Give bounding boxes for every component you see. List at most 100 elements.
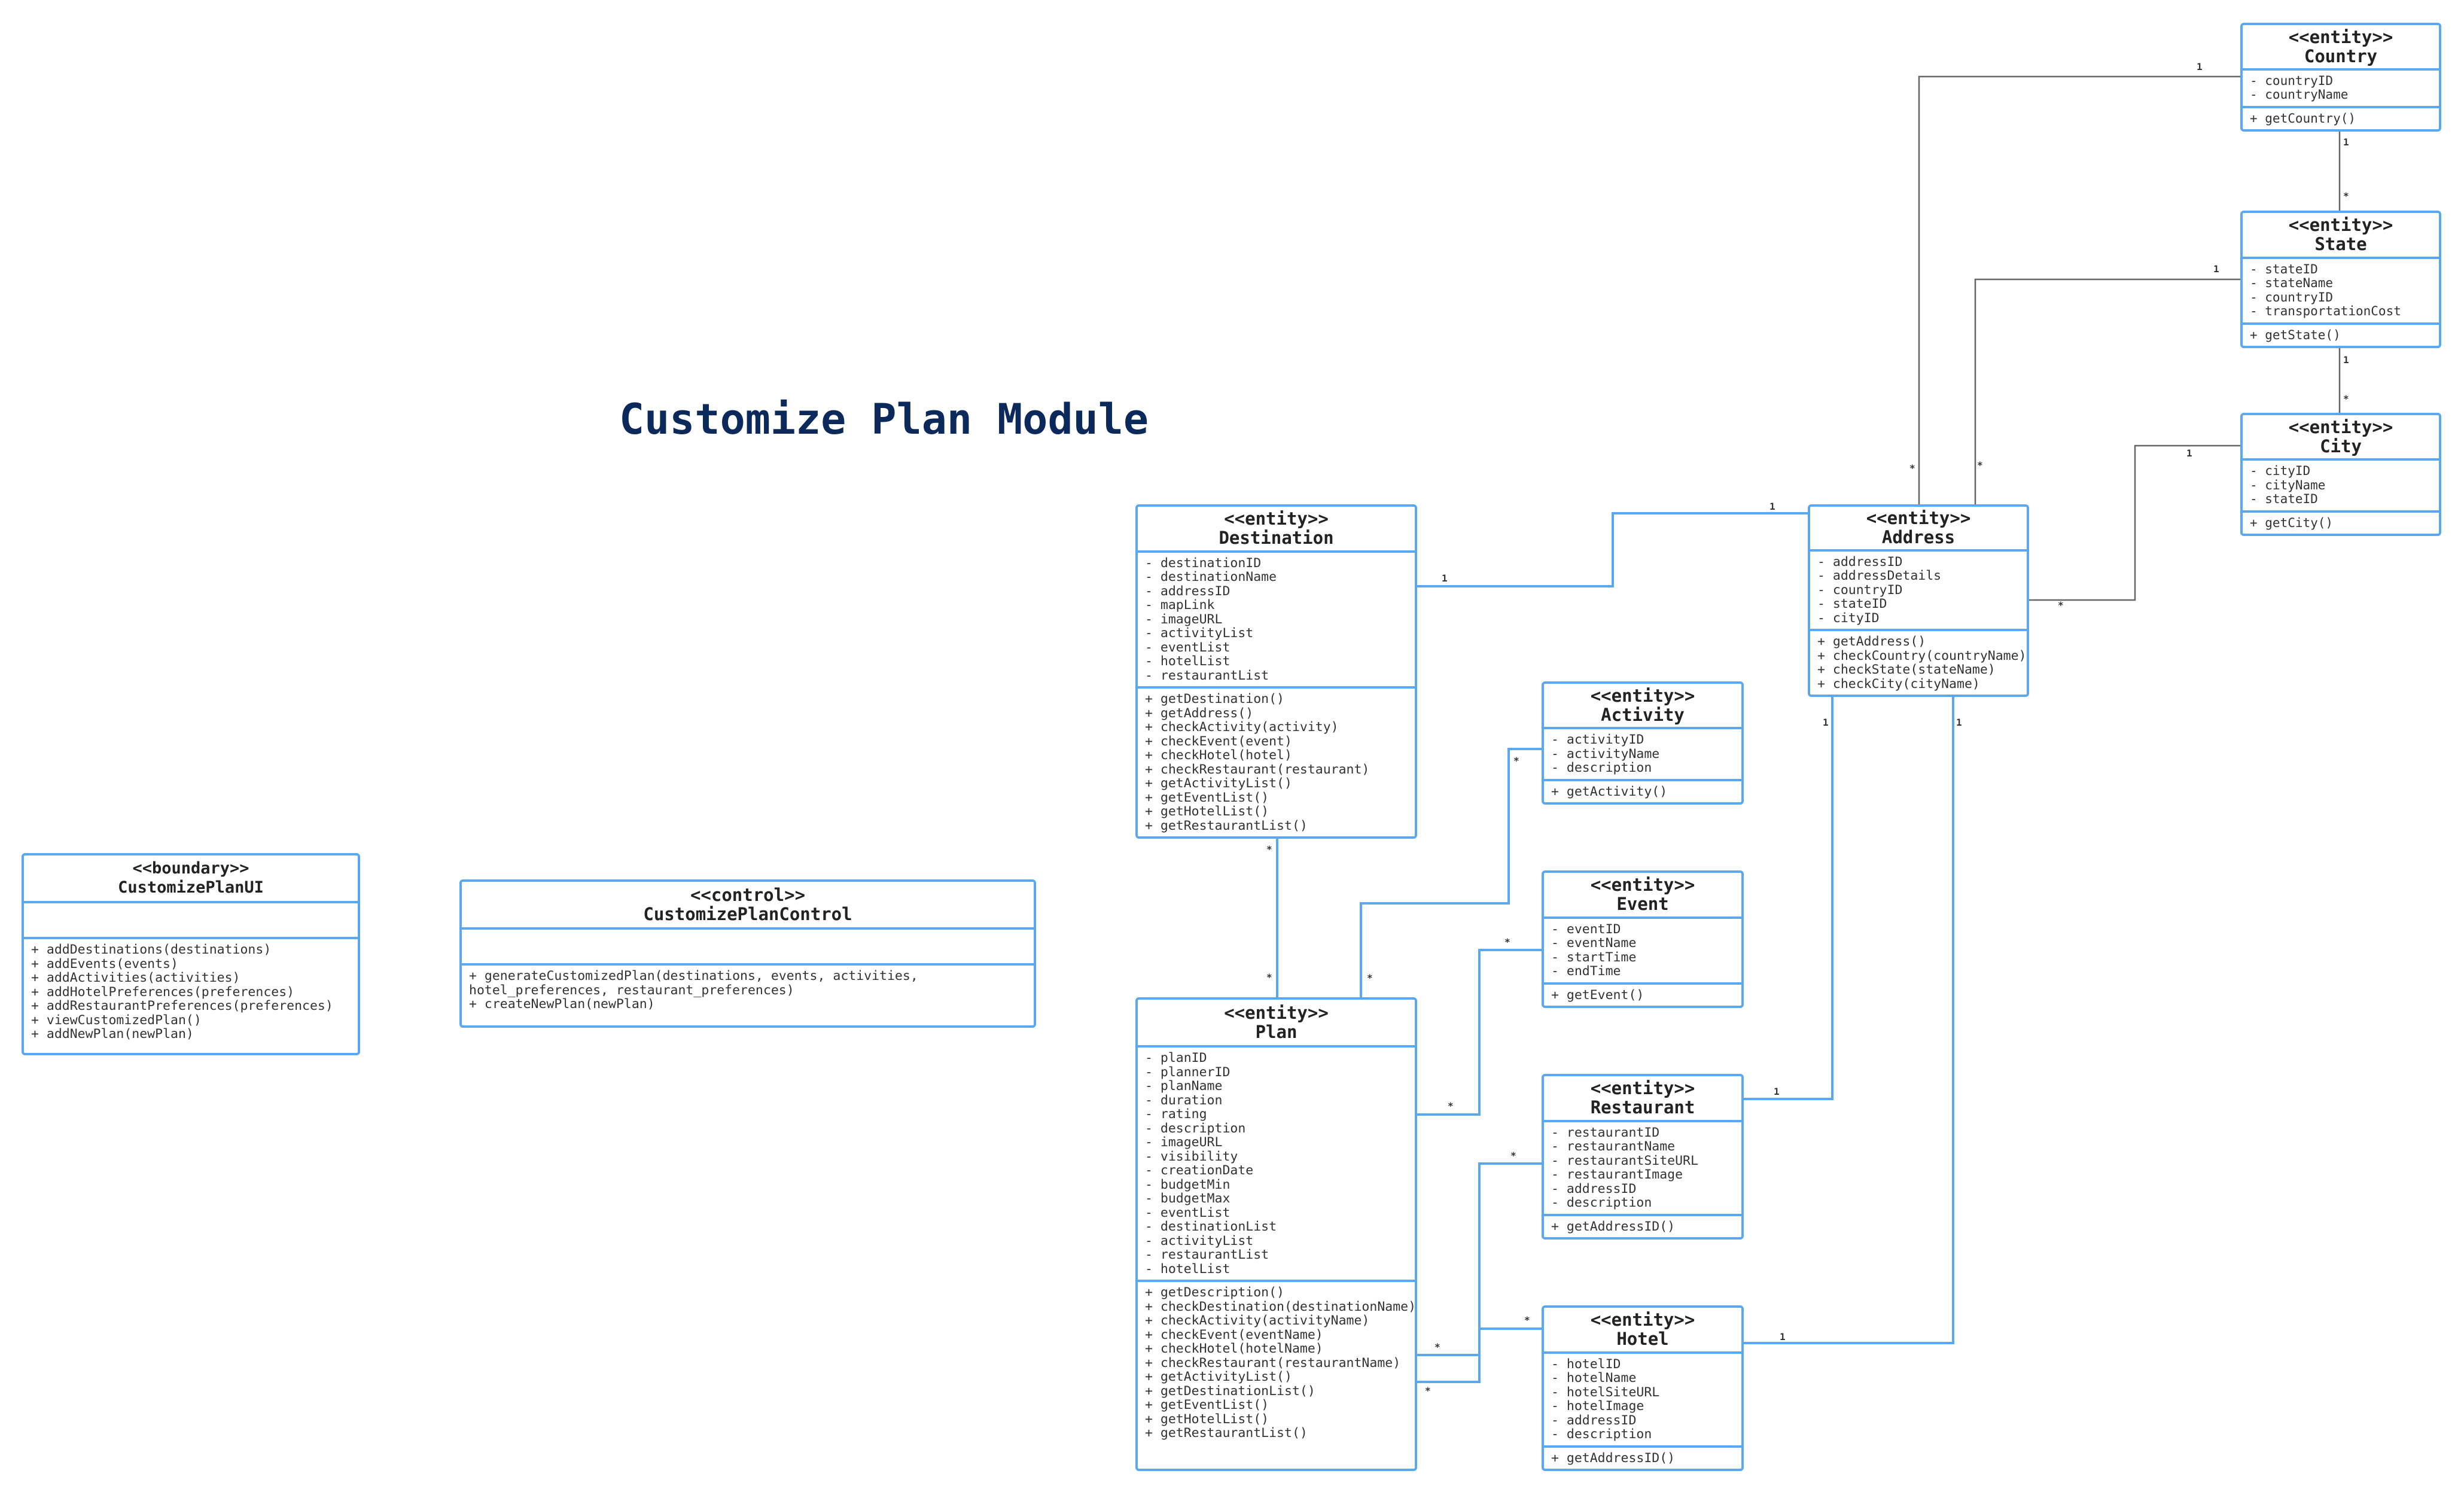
attribute-line: - addressID xyxy=(1145,583,1231,599)
class-attributes: - cityID- cityName- stateID xyxy=(2243,461,2439,513)
attribute-line: - restaurantName xyxy=(1551,1139,1676,1154)
class-operations: + getCity() xyxy=(2243,513,2439,534)
attribute-line: - description xyxy=(1551,760,1652,775)
operation-line: + getActivity() xyxy=(1551,784,1668,799)
operation-line: + getActivityList() xyxy=(1145,1369,1292,1384)
class-header: <<entity>>Event xyxy=(1544,873,1741,919)
class-address[interactable]: <<entity>>Address- addressID- addressDet… xyxy=(1808,504,2029,697)
attribute-line: - budgetMax xyxy=(1145,1191,1231,1206)
class-header: <<entity>>Plan xyxy=(1138,1000,1415,1048)
attribute-line: - imageURL xyxy=(1145,611,1223,627)
attribute-line: - stateID xyxy=(2250,261,2318,276)
operation-line: + checkState(stateName) xyxy=(1817,662,1996,677)
attribute-line: - addressID xyxy=(1817,554,1903,570)
class-state[interactable]: <<entity>>State- stateID- stateName- cou… xyxy=(2240,211,2441,348)
operation-line: + getRestaurantList() xyxy=(1145,818,1308,833)
class-hotel[interactable]: <<entity>>Hotel- hotelID- hotelName- hot… xyxy=(1542,1305,1744,1471)
class-stereotype: <<entity>> xyxy=(1590,875,1695,896)
class-name: CustomizePlanUI xyxy=(118,878,264,897)
operation-line: + getDestination() xyxy=(1145,692,1284,707)
operation-line: + addEvents(events) xyxy=(31,956,178,972)
attribute-line: - restaurantImage xyxy=(1551,1167,1683,1182)
class-attributes xyxy=(462,930,1034,966)
class-stereotype: <<entity>> xyxy=(1590,1078,1695,1099)
attribute-line: - stateID xyxy=(1817,596,1887,611)
class-attributes: - hotelID- hotelName- hotelSiteURL- hote… xyxy=(1544,1354,1741,1448)
operation-line: + checkActivity(activityName) xyxy=(1145,1313,1370,1328)
attribute-line: - transportationCost xyxy=(2250,304,2401,318)
operation-line: + checkCity(cityName) xyxy=(1817,676,1980,692)
hotel-address-line xyxy=(1744,697,1954,1344)
mult-hotel-address-one: 1 xyxy=(1780,1331,1786,1342)
attribute-line: - cityName xyxy=(2250,477,2326,492)
mult-destination-address-one-b: 1 xyxy=(1769,501,1775,512)
mult-country-state-many: * xyxy=(2343,190,2349,202)
operation-line: + getAddressID() xyxy=(1551,1450,1676,1466)
mult-state-city-many: * xyxy=(2343,393,2349,404)
class-country[interactable]: <<entity>>Country- countryID- countryNam… xyxy=(2240,23,2441,132)
class-attributes: - restaurantID- restaurantName- restaura… xyxy=(1544,1122,1741,1216)
class-plan[interactable]: <<entity>>Plan- planID- plannerID- planN… xyxy=(1135,997,1417,1471)
attribute-line: - hotelList xyxy=(1145,1261,1231,1277)
operation-line: + getAddress() xyxy=(1817,634,1926,649)
attribute-line: - stateID xyxy=(2250,492,2318,506)
attribute-line: - activityList xyxy=(1145,1233,1254,1249)
class-stereotype: <<entity>> xyxy=(2288,215,2393,236)
mult-city-address-many: * xyxy=(2058,599,2064,611)
class-name: Destination xyxy=(1219,528,1334,549)
attribute-line: - mapLink xyxy=(1145,598,1215,613)
mult-plan-restaurant-many-b: * xyxy=(1510,1150,1516,1161)
class-name: Plan xyxy=(1255,1022,1298,1042)
class-operations: + getDestination()+ getAddress()+ checkA… xyxy=(1138,689,1415,836)
operation-line: + getEventList() xyxy=(1145,1397,1269,1412)
mult-hotel-address-one-b: 1 xyxy=(1956,717,1962,728)
class-city[interactable]: <<entity>>City- cityID- cityName- stateI… xyxy=(2240,413,2441,536)
mult-city-address-one: 1 xyxy=(2186,447,2192,459)
class-operations: + getEvent() xyxy=(1544,985,1741,1006)
class-destination[interactable]: <<entity>>Destination- destinationID- de… xyxy=(1135,504,1417,839)
attribute-line: - description xyxy=(1145,1120,1246,1136)
class-stereotype: <<boundary>> xyxy=(132,859,249,878)
class-attributes: - addressID- addressDetails- countryID- … xyxy=(1810,552,2027,631)
operation-line: + getEvent() xyxy=(1551,987,1644,1003)
class-header: <<control>>CustomizePlanControl xyxy=(462,882,1034,930)
operation-line: + checkEvent(event) xyxy=(1145,733,1292,749)
attribute-line: - rating xyxy=(1145,1107,1207,1122)
class-name: State xyxy=(2314,234,2367,255)
destination-address-line xyxy=(1417,512,1808,587)
operation-line: + generateCustomizedPlan(destinations, e… xyxy=(469,969,918,983)
class-event[interactable]: <<entity>>Event- eventID- eventName- sta… xyxy=(1542,870,1744,1008)
mult-country-address-one: 1 xyxy=(2197,61,2203,72)
mult-state-address-many: * xyxy=(1977,459,1983,471)
attribute-line: - addressID xyxy=(1551,1412,1637,1428)
operation-line: + getRestaurantList() xyxy=(1145,1426,1308,1441)
class-restaurant[interactable]: <<entity>>Restaurant - restaurantID- rest… xyxy=(1542,1074,1744,1240)
operation-line: + checkCountry(countryName) xyxy=(1817,648,2027,663)
class-name: Restaurant xyxy=(1590,1097,1695,1118)
mult-plan-activity-many-b: * xyxy=(1513,755,1519,766)
attribute-line: - endTime xyxy=(1551,964,1621,979)
class-customize-plan-control[interactable]: <<control>>CustomizePlanControl + generat… xyxy=(459,879,1036,1028)
class-customize-plan-ui[interactable]: <<boundary>>CustomizePlanUI+ addDestinat… xyxy=(22,853,360,1055)
state-address-line xyxy=(1974,278,2240,506)
attribute-line: - creationDate xyxy=(1145,1163,1254,1178)
attribute-line: - budgetMin xyxy=(1145,1177,1231,1192)
class-header: <<entity>>Country xyxy=(2243,25,2439,71)
mult-state-address-one: 1 xyxy=(2213,263,2219,275)
attribute-line: - addressID xyxy=(1551,1181,1637,1196)
attribute-line: - hotelImage xyxy=(1551,1399,1644,1414)
class-name: CustomizePlanControl xyxy=(643,904,852,924)
operation-line: + getEventList() xyxy=(1145,790,1269,805)
attribute-line: - startTime xyxy=(1551,949,1637,965)
class-activity[interactable]: <<entity>>Activity- activityID- activity… xyxy=(1542,681,1744,805)
mult-plan-hotel-many-b: * xyxy=(1524,1314,1530,1326)
class-attributes: - eventID- eventName- startTime- endTime xyxy=(1544,919,1741,985)
class-attributes: - countryID- countryName xyxy=(2243,71,2439,108)
attribute-line: - restaurantSiteURL xyxy=(1551,1153,1698,1168)
class-stereotype: <<entity>> xyxy=(1224,1003,1329,1023)
mult-restaurant-address-one: 1 xyxy=(1774,1086,1780,1097)
operation-line: + getDescription() xyxy=(1145,1285,1284,1300)
attribute-line: - duration xyxy=(1145,1092,1223,1108)
class-operations: + getActivity() xyxy=(1544,781,1741,803)
